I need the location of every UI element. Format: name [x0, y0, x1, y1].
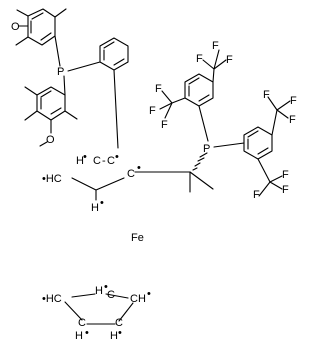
chemical-structure-diagram: O O P •HC H • C - C — [11, 8, 297, 341]
phosphorus-right: P — [203, 143, 210, 155]
cp-top-left-ch: •HC — [42, 173, 62, 185]
cp-top-right-c: C — [127, 168, 135, 180]
cf3-1-f3: F — [226, 54, 233, 66]
cp-bottom-top-dot: • — [104, 281, 108, 293]
central-phenyl-ring — [67, 37, 129, 149]
cp-bottom-right-c: C — [115, 317, 123, 329]
cp-top-right-dot: • — [137, 162, 141, 174]
cf3-1-f2: F — [196, 53, 203, 65]
cp-top-bottom-dot: • — [100, 197, 104, 209]
cp-bottom-left-dot: • — [85, 327, 89, 339]
iron-atom: Fe — [131, 232, 144, 244]
cf3-4-f3: F — [282, 169, 289, 181]
cp-bottom-top-h: H — [95, 285, 103, 297]
cp-top-dash: - — [102, 155, 106, 167]
cf3-3-f3: F — [289, 114, 296, 126]
cf3-3-f1: F — [263, 89, 270, 101]
cp-top-c2: C — [107, 155, 115, 167]
lower-right-aryl-ring — [213, 96, 291, 197]
cp-bottom-top-c: C — [107, 289, 115, 301]
cp-bottom-right-dot2: • — [118, 327, 122, 339]
cf3-1-f1: F — [212, 40, 219, 52]
methoxy-bottom-oxygen: O — [46, 134, 55, 146]
cp-top-dot2: • — [115, 151, 119, 163]
cf3-4-f1: F — [253, 189, 260, 201]
lower-cyclopentadienyl — [64, 293, 134, 325]
phosphorus-left: P — [57, 66, 64, 78]
cf3-3-f2: F — [290, 95, 297, 107]
cp-bottom-left-h: H — [75, 330, 83, 341]
cp-top-h: H — [76, 155, 84, 167]
cp-top-dot1: • — [83, 151, 87, 163]
chiral-ethyl-linker — [189, 152, 208, 193]
cp-top-c1: C — [93, 155, 101, 167]
cp-bottom-right-h: H — [110, 330, 118, 341]
upper-aryl-ring — [15, 8, 67, 67]
cf3-2-f2: F — [149, 105, 156, 117]
cp-bottom-right-dot: • — [147, 288, 151, 300]
lower-aryl-ring — [24, 75, 78, 147]
upper-cyclopentadienyl — [71, 171, 214, 201]
cp-bottom-left-c: C — [78, 317, 86, 329]
cf3-2-f3: F — [161, 119, 168, 131]
cp-bottom-left-ch: •HC — [42, 293, 62, 305]
cf3-4-f2: F — [282, 184, 289, 196]
upper-right-aryl-ring — [159, 49, 227, 142]
methoxy-top-oxygen: O — [11, 21, 20, 33]
cf3-2-f1: F — [155, 83, 162, 95]
cp-bottom-right-ch: CH — [130, 293, 146, 305]
cp-top-bottom-h: H — [91, 202, 99, 214]
